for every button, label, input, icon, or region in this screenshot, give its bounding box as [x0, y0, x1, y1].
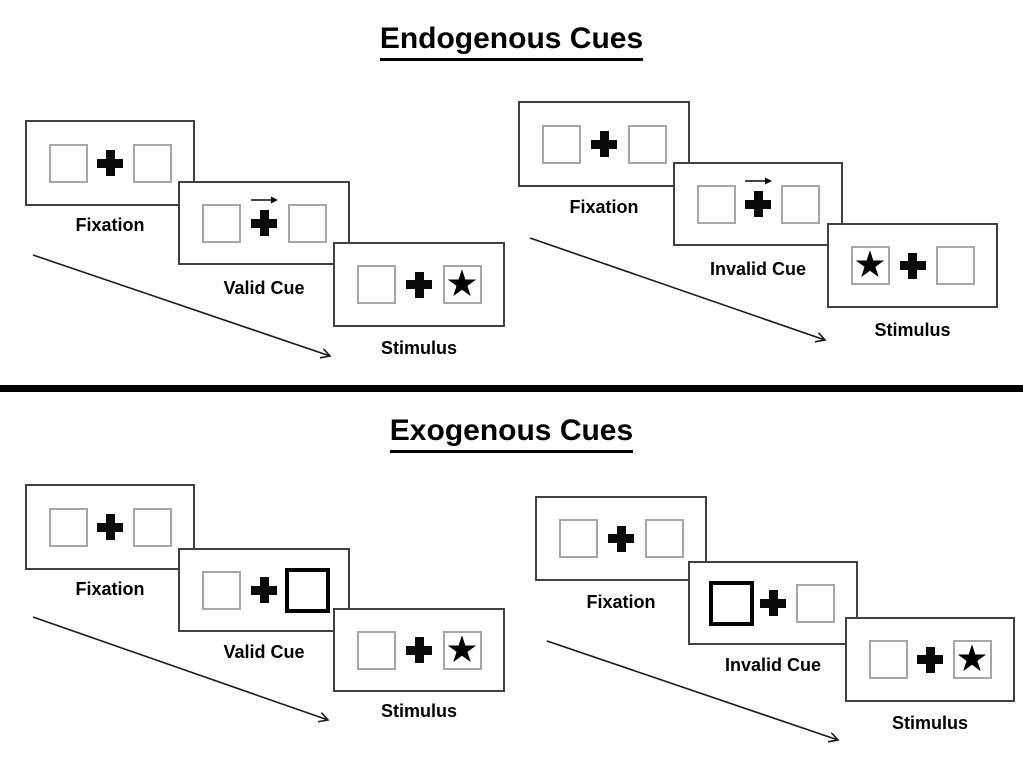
panel-label-valid-cue: Valid Cue: [223, 642, 305, 662]
star-icon: ★: [955, 637, 989, 680]
right-box: ★: [442, 627, 482, 671]
right-box: [935, 246, 975, 285]
plus-icon: [97, 150, 123, 176]
plus-icon: [251, 577, 277, 603]
right-box: [644, 519, 684, 558]
section-divider: [0, 385, 1023, 392]
plus-icon: [899, 252, 926, 279]
panel-label-fixation: Fixation: [75, 215, 145, 235]
panel-label-stimulus: Stimulus: [891, 713, 968, 733]
panel-label-invalid-cue: Invalid Cue: [724, 655, 822, 675]
plus-icon: [591, 131, 617, 157]
diagonal-arrow-icon-exogenous-valid: [32, 616, 328, 720]
diagonal-arrow-icon-endogenous-invalid: [529, 237, 825, 340]
panel-endogenous-valid-cue: [178, 181, 350, 265]
panel-label-fixation: Fixation: [586, 592, 656, 612]
panel-exogenous-invalid-cue: [688, 561, 858, 645]
right-box: [795, 583, 835, 623]
right-box: [780, 184, 820, 224]
left-box: [48, 507, 88, 547]
endogenous-title-text: Endogenous Cues: [379, 22, 644, 61]
star-icon: ★: [853, 243, 887, 286]
panel-endogenous-invalid-stimulus: ★: [827, 223, 998, 308]
right-box: [132, 507, 172, 547]
plus-icon: [608, 525, 634, 552]
panel-label-invalid-cue: Invalid Cue: [709, 259, 807, 279]
panel-exogenous-invalid-fixation: [535, 496, 707, 581]
panel-label-fixation: Fixation: [569, 197, 639, 217]
plus-icon: [406, 637, 432, 663]
plus-icon: [917, 646, 943, 673]
exogenous-title-text: Exogenous Cues: [389, 414, 634, 453]
panel-label-valid-cue: Valid Cue: [223, 278, 305, 298]
panel-label-stimulus: Stimulus: [380, 338, 457, 358]
panel-label-fixation: Fixation: [75, 579, 145, 599]
left-box: [356, 630, 396, 670]
right-box: [627, 124, 667, 164]
right-box: ★: [442, 262, 482, 305]
panel-endogenous-invalid-cue: [673, 162, 843, 246]
panel-label-stimulus: Stimulus: [874, 320, 951, 340]
plus-icon: [97, 514, 123, 540]
left-box: [558, 519, 598, 558]
left-box-highlighted: [708, 580, 754, 626]
left-box: [201, 203, 241, 243]
plus-icon: [406, 271, 432, 298]
panel-exogenous-invalid-stimulus: ★: [845, 617, 1015, 702]
panel-label-stimulus: Stimulus: [380, 701, 457, 721]
left-box: [696, 184, 736, 224]
panel-endogenous-invalid-fixation: [518, 101, 690, 187]
exogenous-section-title: Exogenous Cues: [0, 414, 1023, 453]
right-box: ★: [952, 637, 992, 680]
left-box: [201, 570, 241, 610]
left-box: ★: [850, 243, 890, 286]
diagonal-arrow-icon-endogenous-valid: [32, 254, 330, 356]
right-box: [132, 143, 172, 183]
panel-exogenous-valid-fixation: [25, 484, 195, 570]
left-box: [541, 124, 581, 164]
star-icon: ★: [445, 627, 479, 671]
plus-icon: [760, 590, 786, 616]
plus-icon: [251, 210, 277, 236]
left-box: [868, 640, 908, 679]
left-box: [356, 265, 396, 304]
star-icon: ★: [445, 262, 479, 305]
panel-exogenous-valid-cue: [178, 548, 350, 632]
left-box: [48, 143, 88, 183]
right-box: [287, 203, 327, 243]
panel-endogenous-valid-stimulus: ★: [333, 242, 505, 327]
endogenous-section-title: Endogenous Cues: [0, 22, 1023, 61]
panel-endogenous-valid-fixation: [25, 120, 195, 206]
right-arrow-icon: [745, 177, 772, 185]
right-arrow-icon: [251, 196, 278, 204]
panel-exogenous-valid-stimulus: ★: [333, 608, 505, 692]
plus-icon: [745, 191, 771, 217]
right-box-highlighted: [284, 567, 330, 613]
